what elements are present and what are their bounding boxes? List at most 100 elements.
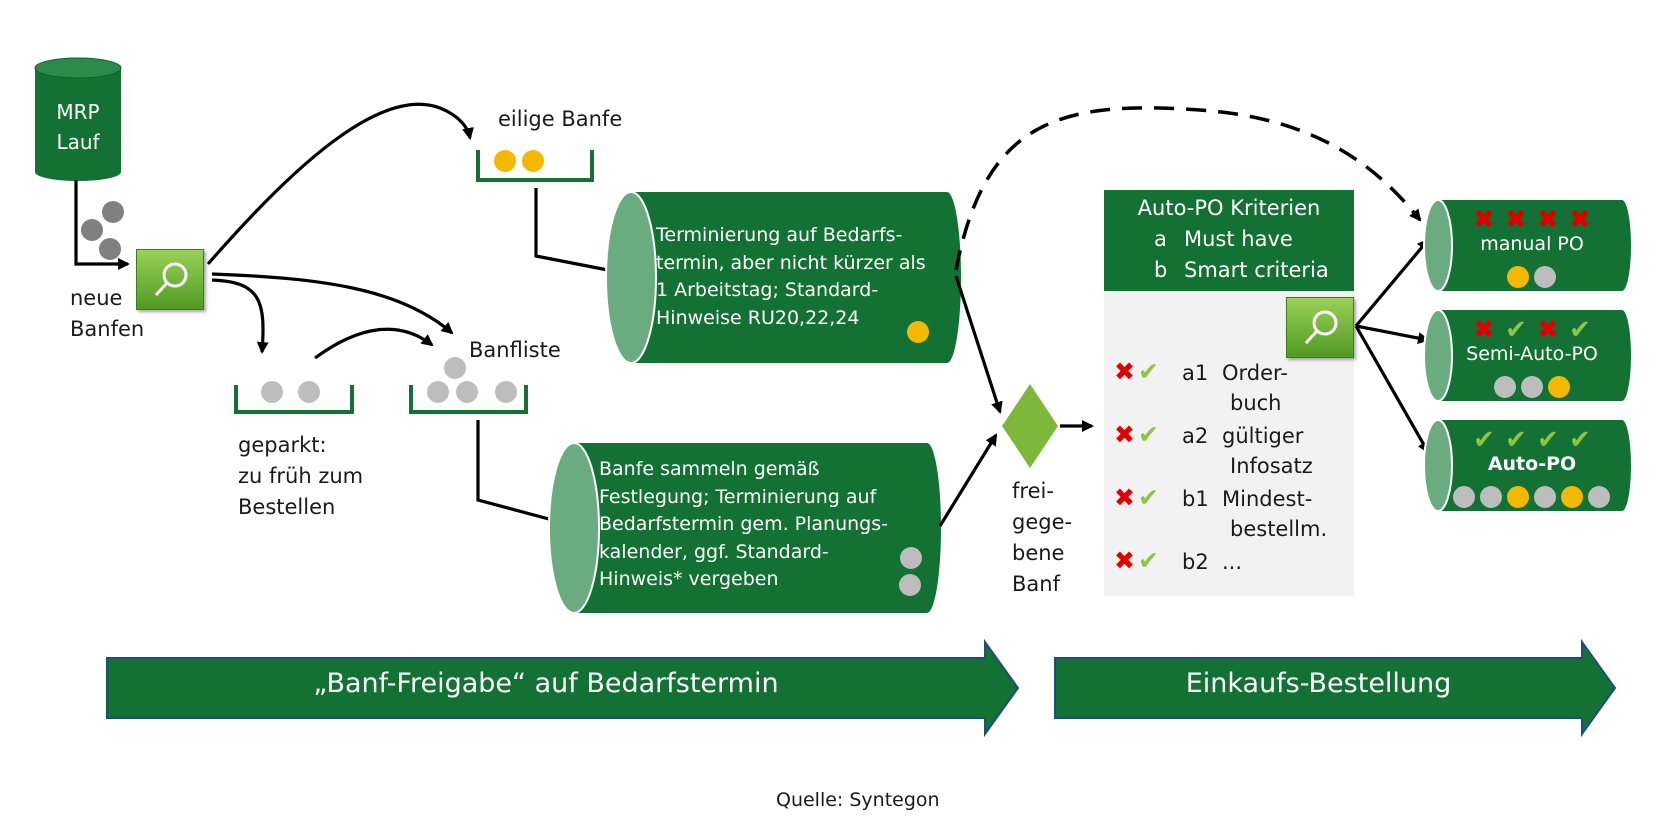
semi-auto-po-cylinder: [1423, 309, 1631, 402]
arrow-upper-to-release: [954, 275, 1003, 414]
freigegebene-banf-label: frei- gege- bene Banf: [1012, 476, 1072, 600]
criteria-key-b: b: [1154, 258, 1168, 282]
red-x-icon: ✖: [1473, 205, 1495, 235]
release-decision-diamond: [1002, 384, 1058, 468]
check-box-criteria[interactable]: [1286, 297, 1354, 358]
criteria-text-a: Must have: [1184, 227, 1293, 251]
po-banf-dot-yellow: [1507, 266, 1529, 288]
neue-banfen-label: neue Banfen: [70, 283, 144, 345]
po-banf-dot-grey: [1520, 376, 1543, 398]
red-x-icon: ✖: [1569, 205, 1591, 235]
dashed-arrow-to-manual-po: [954, 106, 1422, 271]
arrow-to-geparkt: [211, 278, 269, 354]
lower-pipe-line2: Festlegung; Terminierung auf: [599, 485, 877, 508]
lower-pipe-grey-dot-2: [899, 574, 921, 596]
banfliste-label: Banfliste: [469, 338, 561, 362]
po-banf-dot-grey: [1493, 376, 1516, 398]
mrp-database-cylinder: [34, 57, 122, 181]
green-check-icon: ✔: [1473, 425, 1495, 455]
geparkt-line1: geparkt:: [238, 433, 327, 457]
source-caption: Quelle: Syntegon: [776, 789, 940, 811]
red-x-icon: ✖: [1473, 315, 1495, 345]
criteria-text-line2: bestellm.: [1230, 517, 1328, 541]
upper-pipe-line1: Terminierung auf Bedarfs-: [656, 224, 903, 246]
lower-pipe-line3: Bedarfstermin gem. Planungs-: [599, 513, 888, 535]
arrow-geparkt-to-banfliste: [314, 327, 434, 360]
criteria-code: a2: [1182, 424, 1209, 448]
check-box-new-banfen[interactable]: [136, 249, 204, 310]
red-x-icon: ✖: [1505, 205, 1527, 235]
lower-pipe-grey-dot-1: [900, 547, 922, 569]
auto-po-title: Auto-PO: [1487, 453, 1577, 475]
po-banf-dot-yellow: [1547, 376, 1570, 398]
red-x-icon: ✖: [1537, 205, 1559, 235]
banner-banf-freigabe-text: „Banf-Freigabe“ auf Bedarfstermin: [313, 668, 779, 699]
banner-arrow-einkaufs-bestellung: [1054, 638, 1617, 738]
eilige-banfe-label: eilige Banfe: [498, 107, 623, 131]
green-check-icon: ✔: [1505, 425, 1527, 455]
red-x-icon: ✖: [1114, 420, 1135, 449]
magnifier-icon: [1304, 310, 1338, 345]
lower-pipe-line4: kalender, ggf. Standard-: [599, 540, 829, 563]
semi-auto-po-title: Semi-Auto-PO: [1466, 343, 1598, 365]
freigegebene-line4: Banf: [1012, 572, 1060, 596]
po-banf-dot-grey: [1534, 486, 1556, 508]
upper-pipe-line3: 1 Arbeitstag; Standard-: [656, 279, 879, 301]
po-banf-dot-grey: [1453, 486, 1475, 508]
criteria-header-a: a Must have: [1104, 224, 1354, 255]
geparkt-line2: zu früh zum: [238, 464, 364, 488]
upper-pipe-yellow-dot: [907, 321, 929, 343]
arrow-to-semi-auto-po: [1355, 324, 1430, 344]
criteria-text-line2: buch: [1230, 391, 1282, 415]
po-banf-dot-grey: [1588, 486, 1610, 508]
criteria-text: ...: [1222, 550, 1243, 574]
manual-po-cylinder: [1423, 199, 1631, 292]
criteria-row: ✖✔b2...: [1114, 546, 1242, 577]
criteria-text-line2: Infosatz: [1230, 454, 1313, 478]
criteria-header-b: b Smart criteria: [1104, 255, 1354, 286]
criteria-header-box: [1104, 190, 1354, 291]
green-check-icon: ✔: [1569, 315, 1591, 345]
geparkt-line3: Bestellen: [238, 495, 336, 519]
mrp-label-line1: MRP: [56, 100, 100, 124]
freigegebene-line3: bene: [1012, 541, 1065, 565]
arrow-mrp-to-check: [74, 180, 130, 270]
criteria-text: gültiger: [1222, 424, 1304, 448]
po-banf-dot-yellow: [1507, 486, 1529, 508]
criteria-text: Mindest-: [1222, 487, 1313, 511]
mrp-label-line2: Lauf: [56, 130, 100, 154]
criteria-code: b2: [1182, 550, 1209, 574]
upper-pipe-line4: Hinweise RU20,22,24: [656, 306, 860, 329]
red-x-icon: ✖: [1114, 357, 1135, 386]
green-check-icon: ✔: [1138, 546, 1159, 575]
neue-banfen-line2: Banfen: [70, 317, 145, 341]
green-check-icon: ✔: [1138, 357, 1159, 386]
upper-process-pipe: [605, 191, 961, 364]
lower-pipe-line5: Hinweis* vergeben: [599, 568, 779, 590]
arrow-banfliste-to-lower-pipe: [476, 420, 562, 526]
red-x-icon: ✖: [1114, 483, 1135, 512]
criteria-code: b1: [1182, 487, 1209, 511]
criteria-key-a: a: [1154, 227, 1167, 251]
arrow-to-eilige: [206, 102, 474, 266]
neue-banfen-line1: neue: [70, 286, 123, 310]
geparkt-tray: [234, 385, 354, 414]
green-check-icon: ✔: [1138, 420, 1159, 449]
banner-einkaufs-bestellung-text: Einkaufs-Bestellung: [1185, 668, 1452, 699]
banner-arrow-banf-freigabe: [106, 638, 1020, 738]
eilige-tray: [476, 150, 594, 182]
magnifier-icon: [154, 262, 188, 297]
green-check-icon: ✔: [1138, 483, 1159, 512]
po-banf-dot-grey: [1534, 266, 1556, 288]
new-banfen-dots: [81, 201, 124, 260]
po-banf-dot-grey: [1480, 486, 1502, 508]
freigegebene-line2: gege-: [1012, 510, 1073, 534]
green-check-icon: ✔: [1505, 315, 1527, 345]
upper-pipe-text: Terminierung auf Bedarfs- termin, aber n…: [656, 222, 926, 332]
criteria-text-b: Smart criteria: [1184, 258, 1329, 282]
green-check-icon: ✔: [1537, 425, 1559, 455]
upper-pipe-line2: termin, aber nicht kürzer als: [656, 251, 926, 274]
